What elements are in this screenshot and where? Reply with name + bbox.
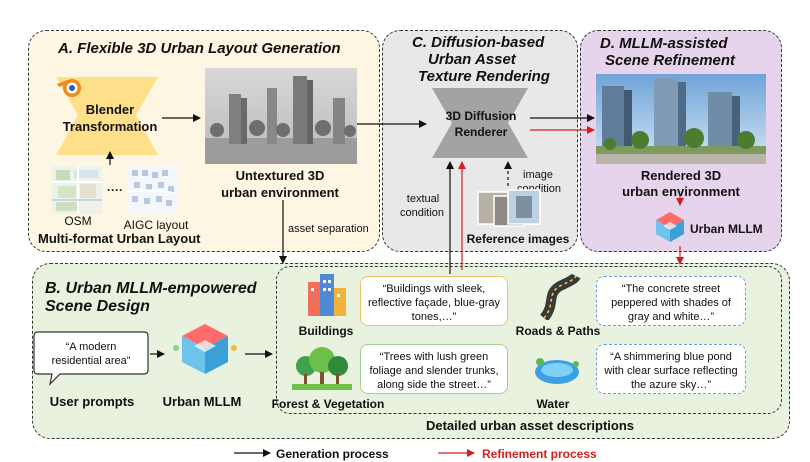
osm-label: OSM xyxy=(64,214,92,228)
rendered-label-2: urban environment xyxy=(622,184,740,199)
renderer-label-1: 3D Diffusion xyxy=(445,109,517,123)
diffusion-renderer-trapezoid xyxy=(432,88,528,158)
legend-generation-label: Generation process xyxy=(276,447,389,461)
asset-separation-label: asset separation xyxy=(288,223,369,235)
untextured-label-2: urban environment xyxy=(221,185,339,200)
asset-descriptions-container xyxy=(276,266,782,414)
user-prompt-text-1: “A modern xyxy=(65,341,117,353)
blender-trapezoid xyxy=(56,77,158,155)
user-prompt-text-2: residential area” xyxy=(51,355,131,367)
panel-d-title-line2: Scene Refinement xyxy=(605,52,736,69)
aigc-label: AIGC layout xyxy=(123,218,189,232)
asset-roads-description: “The concrete street peppered with shade… xyxy=(596,276,746,326)
water-icon xyxy=(535,358,579,384)
map-ellipsis: ···· xyxy=(107,183,123,197)
detailed-descriptions-caption: Detailed urban asset descriptions xyxy=(425,418,635,433)
blender-logo-icon xyxy=(57,79,81,97)
asset-forest-label: Forest & Vegetation xyxy=(271,397,385,411)
aigc-layout-thumbnail xyxy=(128,166,178,214)
asset-buildings-label: Buildings xyxy=(298,324,354,338)
reference-images-thumbnail xyxy=(477,189,541,227)
untextured-environment-image xyxy=(205,68,357,164)
urban-mllm-bottom-label: Urban MLLM xyxy=(162,394,242,409)
image-condition-label-1: image xyxy=(523,169,553,181)
asset-water-description: “A shimmering blue pond with clear surfa… xyxy=(596,344,746,394)
asset-buildings-description: “Buildings with sleek, reflective façade… xyxy=(360,276,508,326)
panel-c-title-line2: Urban Asset xyxy=(428,51,516,68)
legend-refinement-label: Refinement process xyxy=(482,447,597,461)
panel-c-title-line1: C. Diffusion-based xyxy=(412,34,545,51)
reference-images-label: Reference images xyxy=(466,232,570,246)
blender-label-2: Transformation xyxy=(62,119,158,134)
user-prompt-bubble xyxy=(33,331,149,386)
textual-condition-label-2: condition xyxy=(399,207,445,219)
urban-mllm-top-label: Urban MLLM xyxy=(690,222,763,236)
asset-forest-description: “Trees with lush green foliage and slend… xyxy=(360,344,508,394)
buildings-icon xyxy=(308,274,346,316)
urban-mllm-icon-top xyxy=(656,212,684,242)
asset-roads-label: Roads & Paths xyxy=(515,324,601,338)
blender-label-1: Blender xyxy=(85,102,135,117)
forest-icon xyxy=(292,347,352,390)
rendered-environment-image xyxy=(596,74,766,164)
textual-condition-label-1: textual xyxy=(406,193,440,205)
osm-map-thumbnail xyxy=(52,166,102,214)
renderer-label-2: Renderer xyxy=(454,125,508,139)
asset-water-label: Water xyxy=(536,397,570,411)
urban-mllm-icon-bottom xyxy=(173,324,237,374)
panel-a-title: A. Flexible 3D Urban Layout Generation xyxy=(58,40,341,57)
rendered-label-1: Rendered 3D xyxy=(640,168,722,183)
roads-icon xyxy=(539,274,581,320)
panel-d-title-line1: D. MLLM-assisted xyxy=(600,35,728,52)
panel-b-title-line2: Scene Design xyxy=(45,298,150,315)
user-prompts-label: User prompts xyxy=(49,394,135,409)
multi-format-label: Multi-format Urban Layout xyxy=(38,231,201,246)
untextured-label-1: Untextured 3D xyxy=(235,168,325,183)
panel-b-title-line1: B. Urban MLLM-empowered xyxy=(45,280,257,297)
panel-c-title-line3: Texture Rendering xyxy=(418,68,550,85)
